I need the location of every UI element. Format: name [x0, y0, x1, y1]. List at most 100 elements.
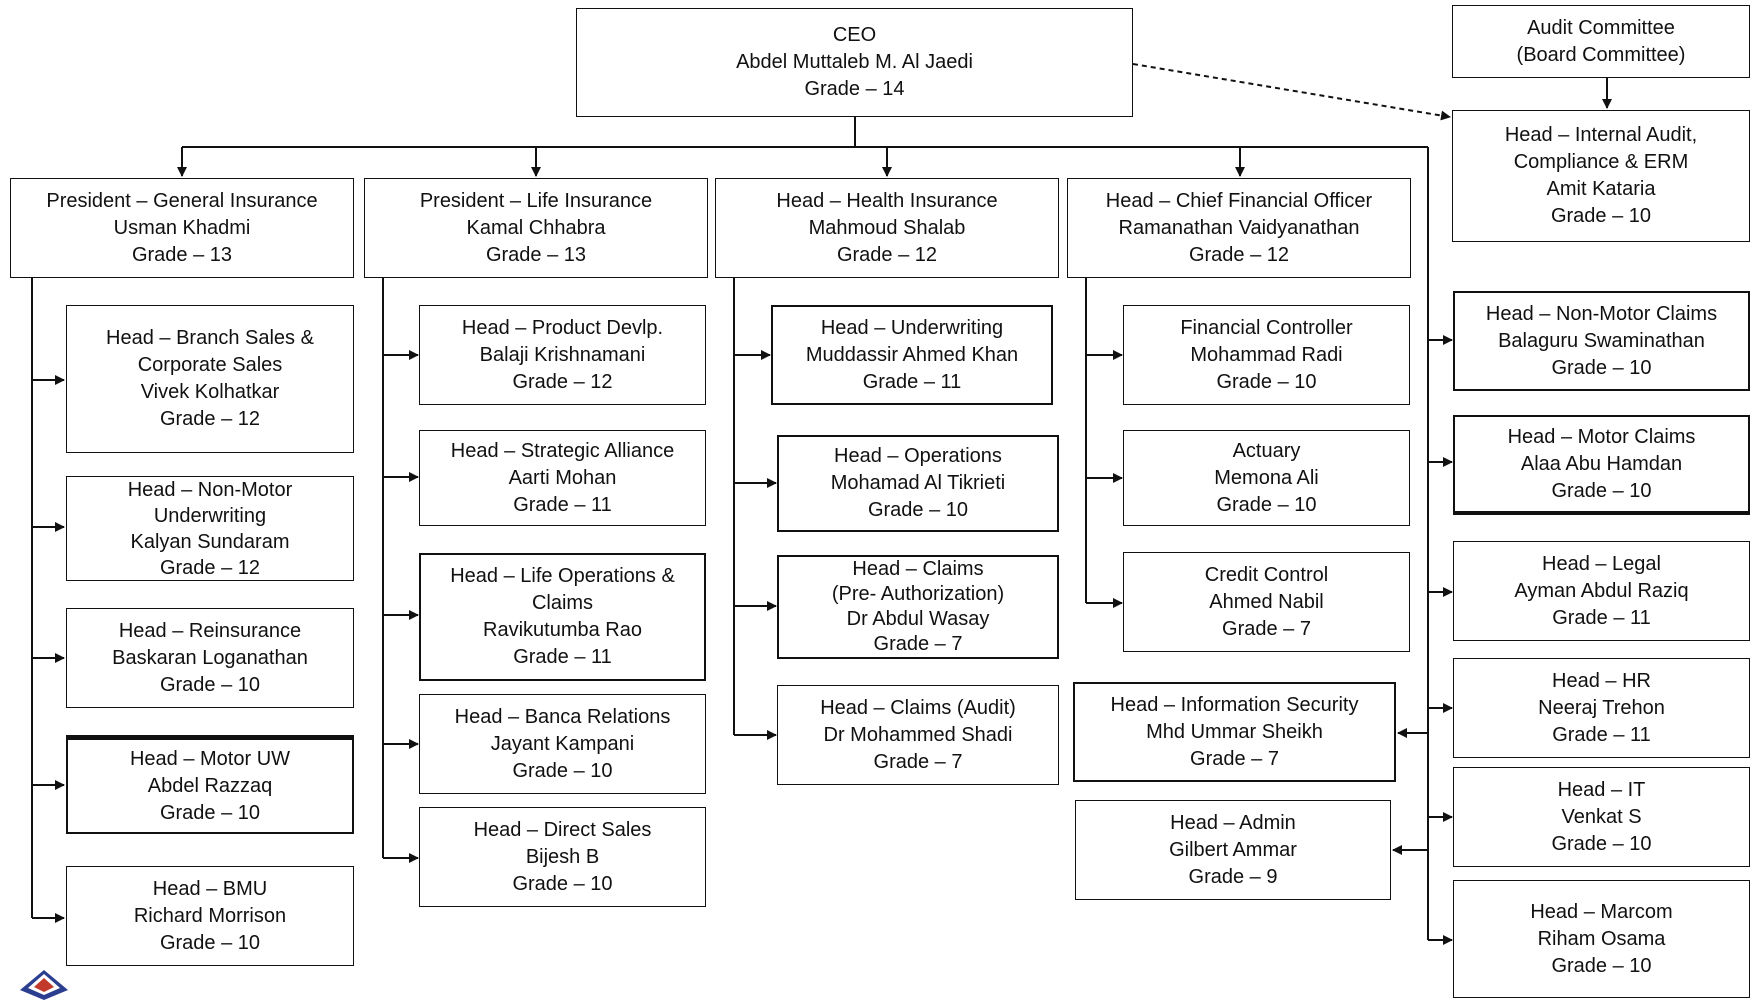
report-name: Dr Abdul Wasay	[846, 608, 990, 630]
report-name: Dr Mohammed Shadi	[823, 723, 1013, 746]
report-title: Head – Legal	[1542, 552, 1661, 575]
report-name: Abdel Razzaq	[147, 774, 273, 797]
report-title: Head – Life Operations & Claims	[450, 565, 675, 614]
report-name: Richard Morrison	[133, 904, 287, 927]
life-report-box: Head – Direct Sales Bijesh B Grade – 10	[419, 807, 706, 907]
health-report-box: Head – Underwriting Muddassir Ahmed Khan…	[771, 305, 1053, 405]
ceo-box: CEO Abdel Muttaleb M. Al Jaedi Grade – 1…	[576, 8, 1133, 117]
report-title: Head – Claims (Audit)	[820, 696, 1016, 719]
report-grade: Grade – 7	[873, 750, 963, 773]
report-name: Venkat S	[1561, 805, 1642, 828]
life-report-box: Head – Banca Relations Jayant Kampani Gr…	[419, 694, 706, 794]
right-report-box: Head – Marcom Riham Osama Grade – 10	[1453, 880, 1750, 998]
report-name: Kalyan Sundaram	[130, 530, 290, 553]
internal-audit-grade: Grade – 10	[1550, 205, 1652, 227]
report-grade: Grade – 10	[512, 872, 613, 895]
report-grade: Grade – 12	[159, 408, 261, 430]
report-name: Bijesh B	[525, 845, 600, 868]
health-report-box: Head – Claims (Pre- Authorization) Dr Ab…	[777, 555, 1059, 659]
report-grade: Grade – 12	[159, 556, 261, 579]
audit-committee-box: Audit Committee (Board Committee)	[1452, 5, 1750, 78]
report-title: Head – Admin	[1170, 811, 1296, 834]
health-head-name: Mahmoud Shalab	[808, 216, 966, 239]
life-report-box: Head – Life Operations & Claims Ravikutu…	[419, 553, 706, 681]
report-grade: Grade – 7	[1222, 617, 1311, 640]
internal-audit-title-2: Compliance & ERM	[1513, 151, 1689, 173]
report-name: Muddassir Ahmed Khan	[805, 343, 1019, 366]
report-title: Credit Control	[1204, 563, 1329, 586]
report-title: Financial Controller	[1180, 316, 1353, 339]
report-name: Jayant Kampani	[490, 732, 635, 755]
right-report-box: Head – Non-Motor Claims Balaguru Swamina…	[1453, 291, 1750, 391]
report-grade: Grade – 10	[159, 673, 261, 696]
report-grade: Grade – 11	[1552, 723, 1651, 746]
general-report-box: Head – BMU Richard Morrison Grade – 10	[66, 866, 354, 966]
report-grade: Grade – 11	[862, 370, 962, 393]
report-title: Head – IT	[1557, 778, 1646, 801]
report-grade: Grade – 9	[1188, 865, 1278, 888]
ceo-grade: Grade – 14	[804, 78, 905, 100]
report-grade: Grade – 10	[1216, 493, 1317, 516]
report-name: Balaguru Swaminathan	[1498, 329, 1705, 352]
finance-head-box: Head – Chief Financial Officer Ramanatha…	[1067, 178, 1411, 278]
right-report-box: Head – Legal Ayman Abdul Raziq Grade – 1…	[1453, 541, 1750, 641]
report-name: Mohamad Al Tikrieti	[830, 472, 1006, 494]
report-grade: Grade – 11	[513, 493, 612, 516]
internal-audit-name: Amit Kataria	[1546, 178, 1656, 200]
health-head-title: Head – Health Insurance	[776, 189, 998, 212]
audit-committee-title: Audit Committee	[1527, 16, 1675, 39]
report-name: Mohammad Radi	[1190, 343, 1343, 366]
life-head-name: Kamal Chhabra	[466, 216, 606, 239]
life-insurance-head-box: President – Life Insurance Kamal Chhabra…	[364, 178, 708, 278]
general-report-box: Head – Motor UW Abdel Razzaq Grade – 10	[66, 735, 354, 834]
health-head-grade: Grade – 12	[836, 243, 938, 266]
finance-report-box: Actuary Memona Ali Grade – 10	[1123, 430, 1410, 526]
report-title: Head – Product Devlp.	[461, 316, 664, 339]
finance-head-grade: Grade – 12	[1188, 243, 1290, 266]
report-grade: Grade – 11	[1552, 606, 1651, 629]
report-grade: Grade – 11	[513, 646, 612, 668]
report-title: Head – Banca Relations	[454, 705, 671, 728]
report-name: Vivek Kolhatkar	[140, 381, 280, 403]
finance-report-box: Financial Controller Mohammad Radi Grade…	[1123, 305, 1410, 405]
report-title: Head – Direct Sales	[473, 818, 652, 841]
general-report-box: Head – Branch Sales & Corporate Sales Vi…	[66, 305, 354, 453]
report-title: Actuary	[1232, 439, 1301, 462]
report-name: Balaji Krishnamani	[479, 343, 646, 366]
general-report-box: Head – Non-Motor Underwriting Kalyan Sun…	[66, 476, 354, 581]
information-security-box: Head – Information Security Mhd Ummar Sh…	[1073, 682, 1396, 782]
internal-audit-title: Head – Internal Audit,	[1504, 124, 1698, 146]
report-name: Baskaran Loganathan	[112, 646, 308, 669]
health-report-box: Head – Operations Mohamad Al Tikrieti Gr…	[777, 435, 1059, 532]
report-title: Head – Operations	[834, 445, 1002, 467]
report-name: Memona Ali	[1214, 466, 1319, 489]
report-title-2: (Pre- Authorization)	[831, 583, 1005, 605]
report-name: Aarti Mohan	[508, 466, 617, 489]
life-head-title: President – Life Insurance	[419, 189, 653, 212]
finance-report-box: Credit Control Ahmed Nabil Grade – 7	[1123, 552, 1410, 652]
report-title: Head – Underwriting	[820, 316, 1004, 339]
report-title: Head – BMU	[152, 877, 268, 900]
report-title: Head – Branch Sales & Corporate Sales	[106, 327, 314, 376]
company-logo-icon	[20, 970, 68, 1000]
report-title: Head – Non-Motor Claims	[1485, 302, 1718, 325]
internal-audit-box: Head – Internal Audit, Compliance & ERM …	[1452, 110, 1750, 242]
right-report-box: Head – Motor Claims Alaa Abu Hamdan Grad…	[1453, 415, 1750, 515]
report-name: Mhd Ummar Sheikh	[1146, 720, 1323, 743]
report-grade: Grade – 10	[159, 801, 261, 824]
life-head-grade: Grade – 13	[485, 243, 587, 266]
report-name: Riham Osama	[1537, 927, 1666, 950]
report-title: Head – Marcom	[1530, 900, 1673, 923]
finance-head-title: Head – Chief Financial Officer	[1105, 189, 1373, 212]
report-grade: Grade – 10	[1216, 370, 1317, 393]
report-title: Head – HR	[1552, 669, 1651, 692]
right-report-box: Head – IT Venkat S Grade – 10	[1453, 767, 1750, 867]
audit-committee-subtitle: (Board Committee)	[1516, 43, 1686, 66]
general-head-name: Usman Khadmi	[113, 216, 251, 239]
general-insurance-head-box: President – General Insurance Usman Khad…	[10, 178, 354, 278]
life-report-box: Head – Product Devlp. Balaji Krishnamani…	[419, 305, 706, 405]
report-title: Head – Motor Claims	[1507, 425, 1696, 448]
admin-box: Head – Admin Gilbert Ammar Grade – 9	[1075, 800, 1391, 900]
report-name: Ayman Abdul Raziq	[1514, 579, 1689, 602]
